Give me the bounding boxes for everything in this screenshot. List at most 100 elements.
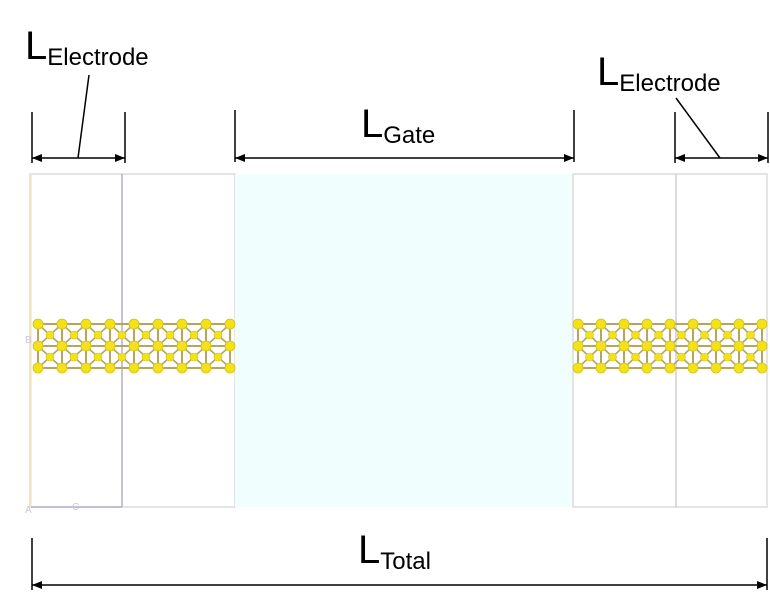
electrode-left-label: LElectrode xyxy=(25,24,149,70)
atom xyxy=(200,318,212,330)
atom xyxy=(93,330,103,340)
electrode-left-label-main: L xyxy=(25,24,48,68)
gate-label: LGate xyxy=(361,102,435,148)
atom xyxy=(141,352,151,362)
atom xyxy=(687,340,699,352)
atom xyxy=(104,318,116,330)
atom xyxy=(128,362,140,374)
atom xyxy=(80,362,92,374)
total-label-main: L xyxy=(358,528,381,572)
atom xyxy=(176,340,188,352)
atom xyxy=(56,340,68,352)
atom xyxy=(608,352,617,362)
gate-label-sub: Gate xyxy=(383,122,436,149)
atom xyxy=(733,340,745,352)
gate-region xyxy=(235,174,573,507)
electrode-left-dimension xyxy=(31,74,126,163)
atom xyxy=(104,362,116,374)
atom xyxy=(733,362,745,374)
atom xyxy=(585,330,594,340)
atom xyxy=(117,352,127,362)
atom xyxy=(152,318,164,330)
atom xyxy=(165,330,175,340)
atom xyxy=(165,352,175,362)
electrode-right-label: LElectrode xyxy=(597,50,721,96)
electrode-right-leader xyxy=(675,97,721,159)
axis-letter-b: B xyxy=(25,335,32,346)
atom xyxy=(710,318,722,330)
atom xyxy=(641,318,653,330)
electrode-right-label-main: L xyxy=(597,50,620,94)
atom xyxy=(213,352,223,362)
atom xyxy=(641,340,653,352)
atom xyxy=(176,362,188,374)
atom xyxy=(128,318,140,330)
atom xyxy=(141,330,151,340)
atom xyxy=(93,352,103,362)
atom xyxy=(45,352,55,362)
atom xyxy=(69,352,79,362)
atom xyxy=(677,330,686,340)
atom xyxy=(641,362,653,374)
atom xyxy=(224,340,236,352)
electrode-left-leader xyxy=(77,74,90,159)
atom xyxy=(56,318,68,330)
atom xyxy=(687,318,699,330)
atom xyxy=(572,340,584,352)
atom xyxy=(654,352,663,362)
atom xyxy=(618,318,630,330)
atom xyxy=(654,330,663,340)
atom xyxy=(595,362,607,374)
atom xyxy=(723,330,732,340)
left-lead-region xyxy=(29,173,236,508)
atom xyxy=(213,330,223,340)
left-atom-chain xyxy=(32,318,236,374)
atom xyxy=(200,362,212,374)
atom xyxy=(756,318,768,330)
atom xyxy=(572,362,584,374)
atom-group xyxy=(32,318,236,374)
atom xyxy=(756,340,768,352)
atom xyxy=(80,318,92,330)
atom xyxy=(631,352,640,362)
right-atom-chain xyxy=(572,318,768,374)
atom xyxy=(32,318,44,330)
total-label: LTotal xyxy=(358,528,431,574)
atom xyxy=(152,362,164,374)
atom xyxy=(687,362,699,374)
gate-dimension xyxy=(234,110,575,162)
atom xyxy=(677,352,686,362)
atom xyxy=(56,362,68,374)
axis-letter-c: C xyxy=(72,502,80,513)
atom xyxy=(700,330,709,340)
atom-group xyxy=(572,318,768,374)
atom xyxy=(585,352,594,362)
total-dimension xyxy=(31,538,768,590)
atom xyxy=(69,330,79,340)
gate-label-main: L xyxy=(361,102,384,146)
atom xyxy=(189,330,199,340)
atom xyxy=(618,362,630,374)
atom xyxy=(756,362,768,374)
atom xyxy=(746,330,755,340)
atom xyxy=(32,362,44,374)
atom xyxy=(200,340,212,352)
electrode-left-label-sub: Electrode xyxy=(47,44,149,71)
atom xyxy=(224,362,236,374)
atom xyxy=(32,340,44,352)
atom xyxy=(80,340,92,352)
atom xyxy=(733,318,745,330)
atom xyxy=(664,318,676,330)
electrode-right-dimension xyxy=(674,97,769,163)
atom xyxy=(224,318,236,330)
atom xyxy=(746,352,755,362)
atom xyxy=(189,352,199,362)
atom xyxy=(608,330,617,340)
atom xyxy=(664,340,676,352)
atom xyxy=(723,352,732,362)
atom xyxy=(152,340,164,352)
atom xyxy=(117,330,127,340)
atom xyxy=(631,330,640,340)
